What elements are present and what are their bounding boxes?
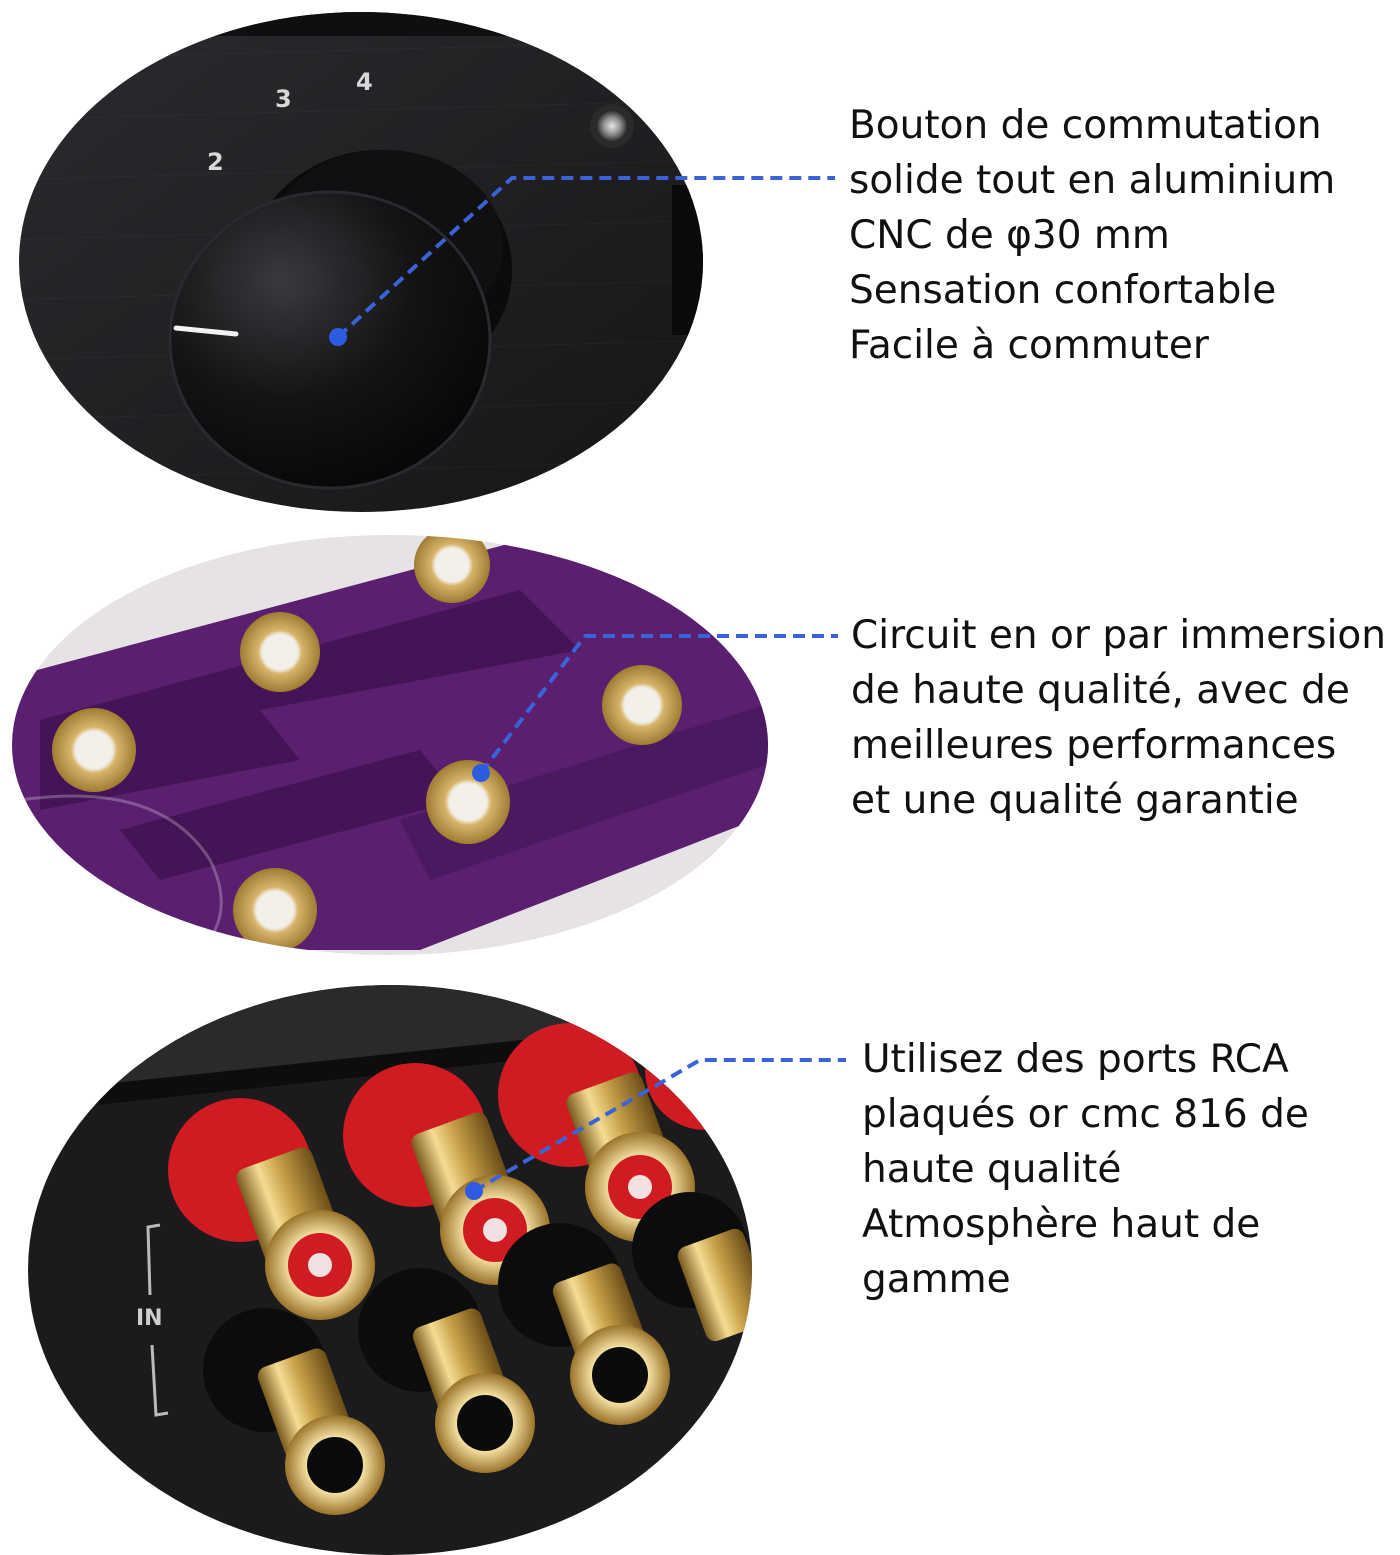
- caption-line: meilleures performances: [851, 723, 1337, 768]
- rca-port-red: [645, 1010, 752, 1130]
- caption-line: Atmosphère haut de: [862, 1202, 1261, 1247]
- knob-photo: 2 3 4: [19, 12, 703, 512]
- pcb-photo: [12, 535, 768, 955]
- caption-line: Bouton de commutation: [849, 103, 1322, 148]
- panel-label-in: IN: [136, 1306, 163, 1331]
- pcb-caption: Circuit en or par immersion de haute qua…: [851, 608, 1386, 828]
- gold-pad: [233, 868, 317, 952]
- caption-line: gamme: [862, 1257, 1011, 1302]
- caption-line: CNC de φ30 mm: [849, 213, 1170, 258]
- caption-line: plaqués or cmc 816 de: [862, 1092, 1309, 1137]
- rca-caption: Utilisez des ports RCA plaqués or cmc 81…: [862, 1032, 1309, 1307]
- caption-line: haute qualité: [862, 1147, 1122, 1192]
- rca-port-black: [498, 1223, 670, 1425]
- gold-pad: [602, 665, 682, 745]
- gold-pad: [414, 535, 490, 603]
- gold-pad: [240, 612, 320, 692]
- dial-label-3: 3: [275, 85, 292, 113]
- caption-line: Utilisez des ports RCA: [862, 1037, 1289, 1082]
- gold-pad: [52, 708, 136, 792]
- dial-label-4: 4: [356, 68, 373, 96]
- dial-label-2: 2: [207, 148, 224, 176]
- caption-line: Facile à commuter: [849, 323, 1209, 368]
- caption-line: Sensation confortable: [849, 268, 1277, 313]
- gold-pad: [426, 760, 510, 844]
- caption-line: Circuit en or par immersion: [851, 613, 1386, 658]
- knob-caption: Bouton de commutation solide tout en alu…: [849, 98, 1335, 373]
- rca-port-red: [168, 1098, 375, 1320]
- rca-port-black: [358, 1268, 535, 1473]
- caption-line: solide tout en aluminium: [849, 158, 1336, 203]
- rca-port-black: [203, 1308, 385, 1515]
- caption-line: de haute qualité, avec de: [851, 668, 1350, 713]
- caption-line: et une qualité garantie: [851, 778, 1299, 823]
- rca-photo: IN: [28, 985, 752, 1555]
